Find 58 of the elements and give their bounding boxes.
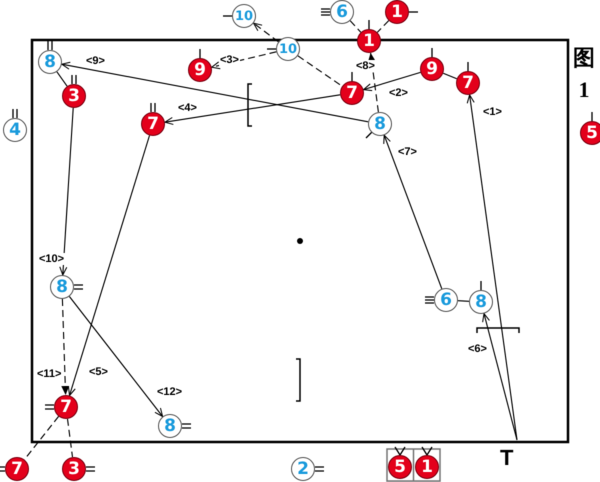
player-marker-attacker: 9 [420,57,444,81]
edge-label: <4> [177,102,198,114]
arrow [383,134,442,289]
player-marker-attacker: 7 [5,457,29,481]
player-marker-attacker: 7 [456,71,480,95]
arrow [61,62,368,122]
player-marker-defender: 10 [232,4,256,28]
arrow [68,135,150,396]
arrow [68,296,164,417]
player-marker-defender: 8 [50,275,74,299]
player-marker-attacker: 7 [141,112,165,136]
figure-caption: 图 1 [572,44,596,104]
player-marker-defender: 6 [434,288,458,312]
arrow [363,72,421,92]
arrow [59,108,74,276]
edge-label: <11> [36,368,62,380]
player-marker-attacker: 5 [388,455,412,479]
arrow [253,22,279,42]
arrow [61,298,70,396]
connector-line [350,20,362,33]
connector-line [56,71,68,87]
player-marker-defender: 8 [469,290,493,314]
edge-label: <6> [467,343,488,355]
player-marker-attacker: 1 [385,0,409,24]
arrow [466,94,518,440]
edge-label: <7> [397,146,418,158]
connector-line [66,418,74,458]
player-marker-attacker: 9 [188,58,212,82]
edge-label: <5> [88,366,109,378]
edge-label: <1> [482,106,503,118]
connector-line [298,55,342,87]
connector-line [376,20,390,33]
arrow [482,313,518,440]
arrow [368,52,379,112]
connector-line [443,72,457,80]
edge-label: <12> [156,386,184,398]
edge-label: <8> [355,60,376,72]
player-marker-defender: 6 [330,0,354,24]
player-marker-defender: 8 [38,50,62,74]
edge-label: <2> [388,87,409,99]
player-marker-defender: 8 [158,414,182,438]
edge-label: <10> [38,253,66,265]
player-marker-attacker: 1 [357,29,381,53]
edge-label: <3> [219,54,240,66]
player-marker-defender: 4 [3,118,27,142]
arrow [164,94,340,125]
player-marker-attacker: 7 [54,395,78,419]
player-marker-attacker: 3 [62,457,86,481]
player-marker-attacker: 1 [415,455,439,479]
player-marker-defender: 8 [368,112,392,136]
player-marker-attacker: 3 [62,84,86,108]
position-label: T [500,446,514,470]
connector-line [458,300,470,302]
edge-label: <9> [85,55,106,67]
player-marker-attacker: 7 [340,81,364,105]
player-marker-attacker: 5 [580,121,600,145]
player-marker-defender: 10 [276,37,300,61]
player-marker-defender: 2 [291,457,315,481]
